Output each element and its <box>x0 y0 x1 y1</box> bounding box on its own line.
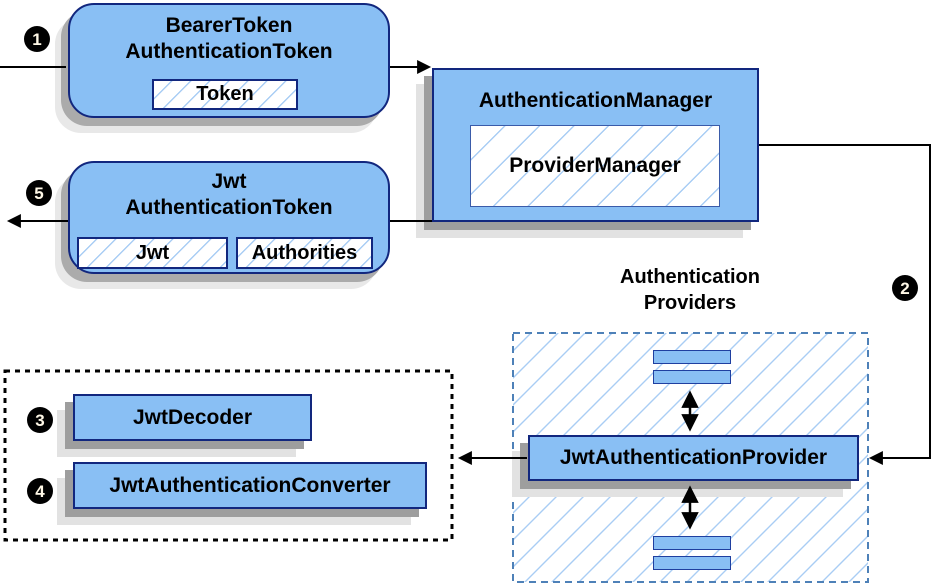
jwt-authentication-provider-node: JwtAuthenticationProvider <box>528 435 859 481</box>
step-4-badge: 4 <box>27 478 53 504</box>
bearer-token-title-line2: AuthenticationToken <box>125 40 333 63</box>
step-3-badge: 3 <box>27 407 53 433</box>
provider-placeholder-bar <box>653 370 731 384</box>
jwt-authentication-converter-node: JwtAuthenticationConverter <box>73 462 427 509</box>
step-2-badge: 2 <box>892 275 918 301</box>
provider-placeholder-bar <box>653 536 731 550</box>
provider-placeholder-bar <box>653 556 731 570</box>
authentication-manager-title: AuthenticationManager <box>478 89 713 112</box>
authentication-providers-label-line1: Authentication <box>620 266 760 288</box>
authorities-chip: Authorities <box>236 237 373 269</box>
bearer-token-authentication-token-node: BearerToken AuthenticationToken <box>68 3 390 118</box>
provider-manager-chip: ProviderManager <box>470 125 720 207</box>
jwt-chip: Jwt <box>77 237 228 269</box>
authentication-providers-label: Authentication Providers <box>555 264 825 316</box>
step-5-badge: 5 <box>26 180 52 206</box>
bearer-token-title-line1: BearerToken <box>165 14 293 37</box>
token-chip: Token <box>152 79 298 110</box>
jwt-decoder-node: JwtDecoder <box>73 394 312 441</box>
jwt-token-title-line2: AuthenticationToken <box>125 196 333 219</box>
provider-placeholder-bar <box>653 350 731 364</box>
authentication-providers-label-line2: Providers <box>643 292 737 314</box>
step-1-badge: 1 <box>24 26 50 52</box>
jwt-token-title-line1: Jwt <box>211 170 247 193</box>
